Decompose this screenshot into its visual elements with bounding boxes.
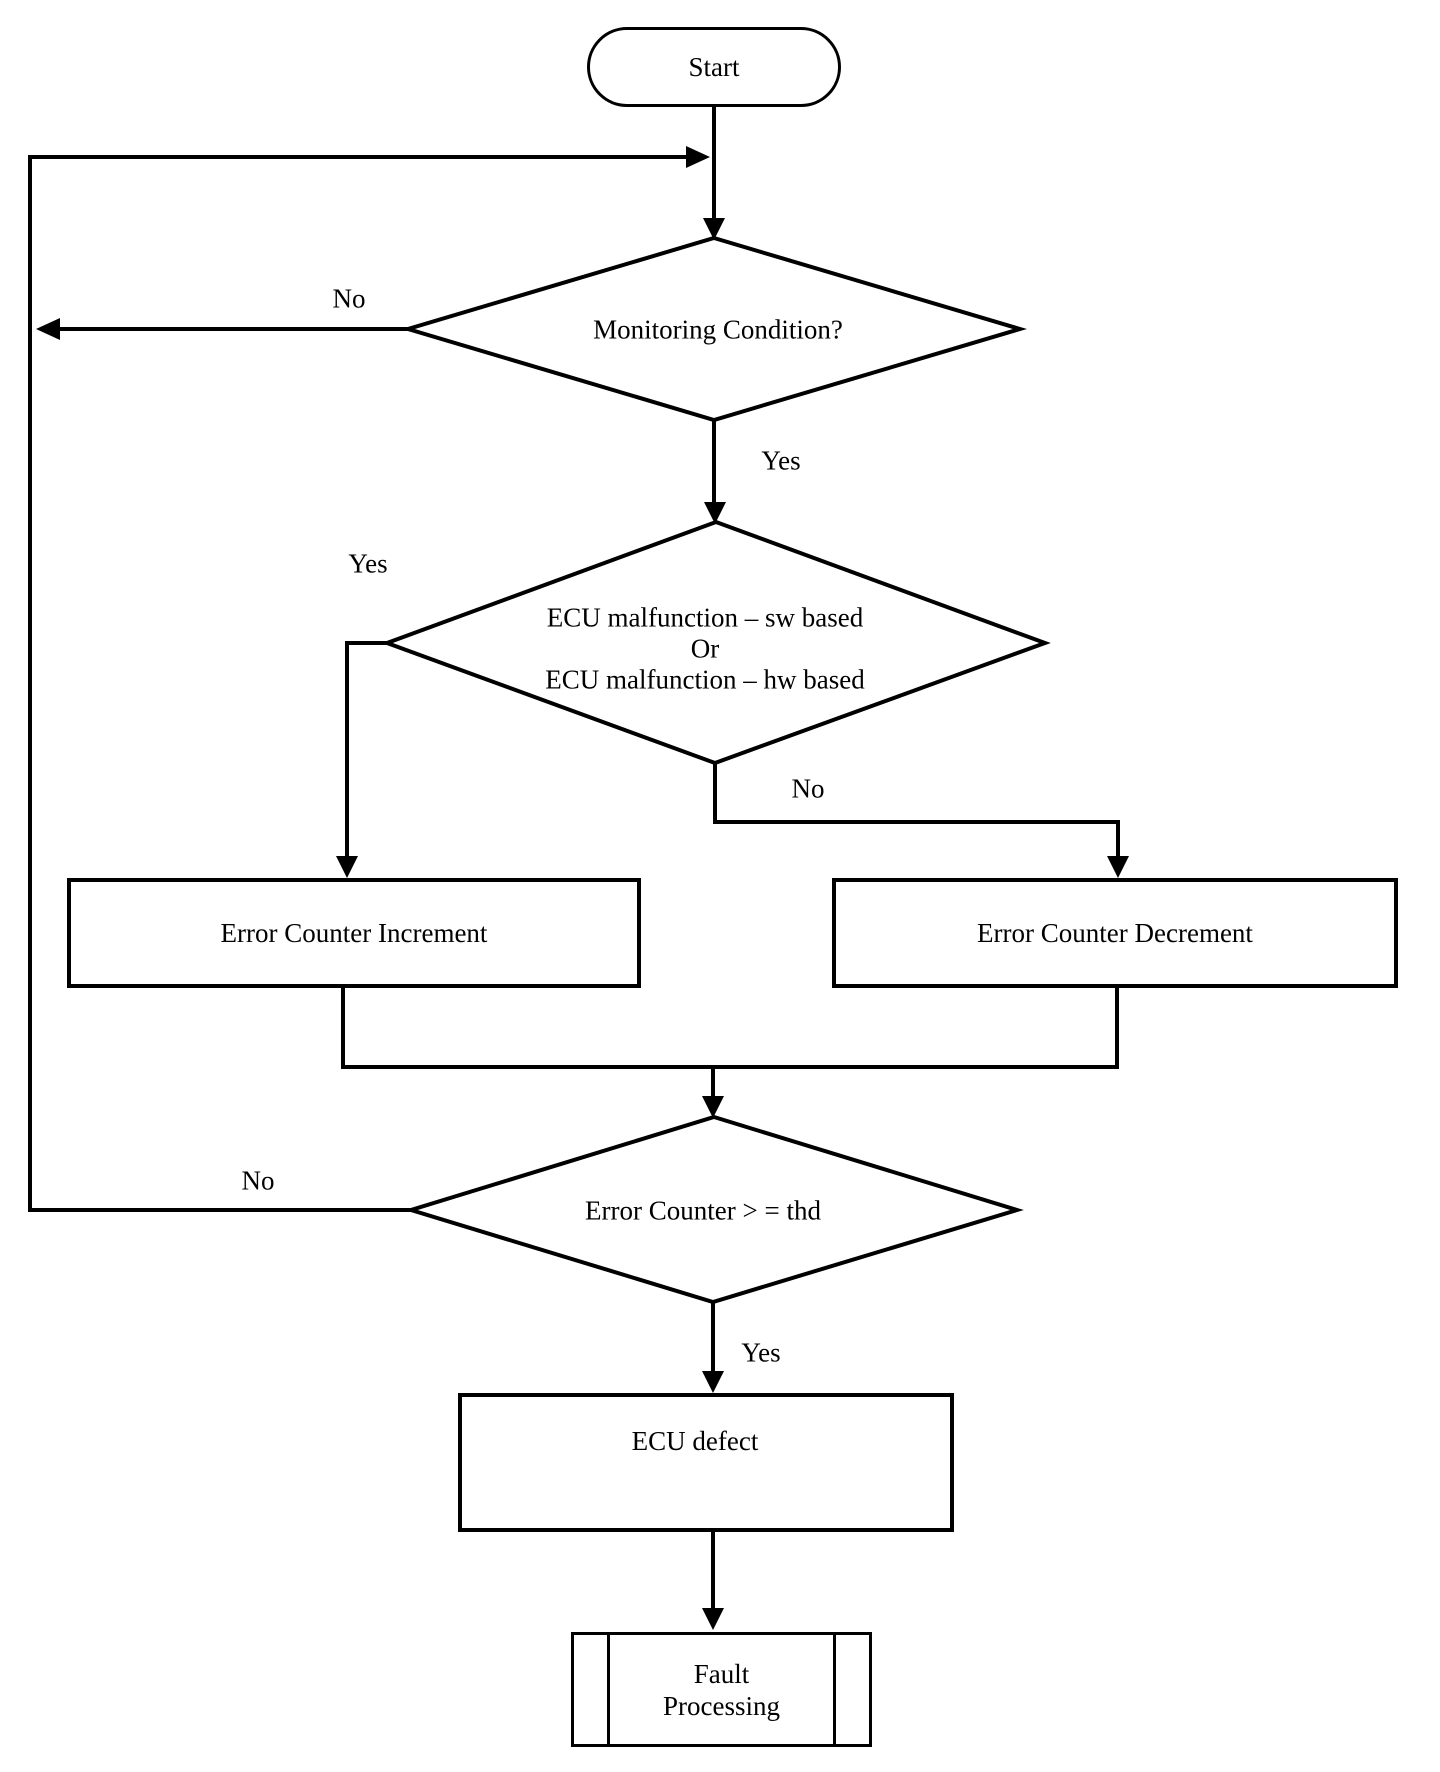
error-counter-increment-box: Error Counter Increment — [67, 878, 641, 988]
start-terminator: Start — [587, 27, 841, 107]
monitoring-yes-label: Yes — [761, 445, 801, 476]
monitoring-decision-label: Monitoring Condition? — [593, 314, 843, 345]
loop-return-connector — [28, 146, 710, 1210]
malfunction-no-connector — [713, 763, 1129, 878]
error-counter-increment-label: Error Counter Increment — [220, 918, 488, 948]
monitoring-no-connector — [36, 318, 408, 340]
start-to-monitoring-connector — [703, 107, 725, 240]
malfunction-yes-label: Yes — [348, 548, 388, 579]
malfunction-line-3: ECU malfunction – hw based — [545, 664, 865, 695]
error-counter-decrement-box: Error Counter Decrement — [832, 878, 1398, 988]
threshold-decision-label: Error Counter > = thd — [585, 1195, 821, 1226]
monitoring-yes-connector — [704, 420, 726, 524]
monitoring-no-label: No — [332, 283, 366, 314]
predefined-process-right-bar — [833, 1635, 836, 1744]
fault-processing-box: Fault Processing — [571, 1632, 872, 1747]
threshold-yes-label: Yes — [741, 1337, 781, 1368]
ecu-defect-label: ECU defect — [631, 1426, 759, 1456]
defect-to-fault-connector — [702, 1532, 724, 1630]
start-label: Start — [688, 52, 740, 82]
malfunction-no-label: No — [791, 773, 825, 804]
malfunction-decision-label: ECU malfunction – sw based Or ECU malfun… — [545, 603, 864, 696]
fault-processing-label: Fault Processing — [663, 1658, 780, 1721]
malfunction-line-2: Or — [690, 633, 720, 664]
threshold-no-label: No — [241, 1165, 275, 1196]
malfunction-yes-connector — [336, 641, 387, 878]
ecu-defect-box: ECU defect — [458, 1393, 954, 1532]
merge-connector — [341, 988, 1119, 1118]
error-counter-decrement-label: Error Counter Decrement — [977, 918, 1253, 948]
threshold-yes-connector — [702, 1302, 724, 1393]
predefined-process-left-bar — [607, 1635, 610, 1744]
malfunction-line-1: ECU malfunction – sw based — [546, 602, 864, 633]
